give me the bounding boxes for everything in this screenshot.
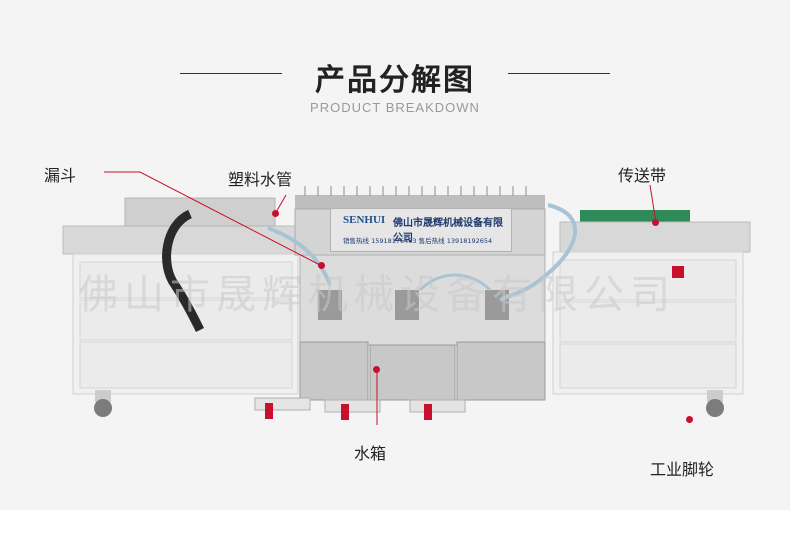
callout-dot-plastic-pipe — [272, 210, 279, 217]
left-top-frame — [62, 225, 304, 255]
callout-conveyor: 传送带 — [618, 166, 667, 185]
plastic-hose-left — [267, 226, 332, 286]
nameplate-hotline: 销售热线 15918176463 售后热线 13918192654 — [343, 237, 493, 245]
spray-nozzles — [304, 186, 527, 196]
plastic-hose-right — [499, 203, 578, 302]
valve-handle-2 — [341, 404, 349, 420]
callout-dot-water-tank — [373, 366, 380, 373]
page-subtitle: PRODUCT BREAKDOWN — [310, 100, 480, 115]
left-cabinet-panel-3 — [79, 341, 293, 389]
valve-handle-3 — [424, 404, 432, 420]
water-tank-3 — [456, 341, 546, 401]
nameplate-logo: SENHUI — [343, 214, 386, 226]
conveyor-belt — [580, 210, 690, 222]
right-cabinet-panel-2 — [559, 301, 737, 343]
left-cabinet-panel-1 — [79, 261, 293, 299]
drain-pipe-2 — [324, 399, 381, 413]
callout-plastic-pipe: 塑料水管 — [228, 170, 293, 189]
drain-pipe-3 — [409, 399, 466, 413]
plastic-hose-middle — [418, 273, 492, 292]
right-top-frame — [559, 221, 751, 253]
callout-casters: 工业脚轮 — [650, 460, 715, 479]
drain-pipe-1 — [254, 397, 311, 411]
valve-handle-1 — [265, 403, 273, 419]
caster-mount-1 — [95, 390, 111, 402]
right-cabinet-panel-3 — [559, 343, 737, 389]
callout-dot-conveyor — [652, 219, 659, 226]
callout-funnel: 漏斗 — [44, 166, 77, 185]
machine-nameplate: SENHUI 佛山市晟辉机械设备有限公司 销售热线 15918176463 售后… — [330, 208, 512, 252]
caster-wheel-1 — [94, 399, 112, 417]
pump-3 — [485, 290, 509, 320]
title-rule-left — [180, 73, 282, 74]
right-cabinet-panel-1 — [559, 259, 737, 301]
floor — [0, 510, 790, 536]
callout-water-tank: 水箱 — [354, 444, 387, 463]
callout-dot-funnel — [318, 262, 325, 269]
pump-1 — [318, 290, 342, 320]
company-watermark: 佛山市晟辉机械设备有限公司 — [78, 272, 676, 318]
page-title: 产品分解图 — [315, 63, 475, 98]
water-tank-2 — [369, 344, 456, 401]
nameplate-company: 佛山市晟辉机械设备有限公司 — [393, 218, 503, 244]
title-rule-right — [508, 73, 610, 74]
caster-mount-2 — [707, 390, 723, 402]
black-hose — [162, 209, 205, 333]
callout-dot-casters — [686, 416, 693, 423]
water-tank-1 — [299, 341, 369, 401]
pump-2 — [395, 290, 419, 320]
spray-bar-top — [295, 195, 545, 209]
callout-lines — [104, 171, 691, 425]
warning-label — [672, 266, 684, 278]
funnel-hopper — [124, 197, 276, 227]
caster-wheel-2 — [706, 399, 724, 417]
